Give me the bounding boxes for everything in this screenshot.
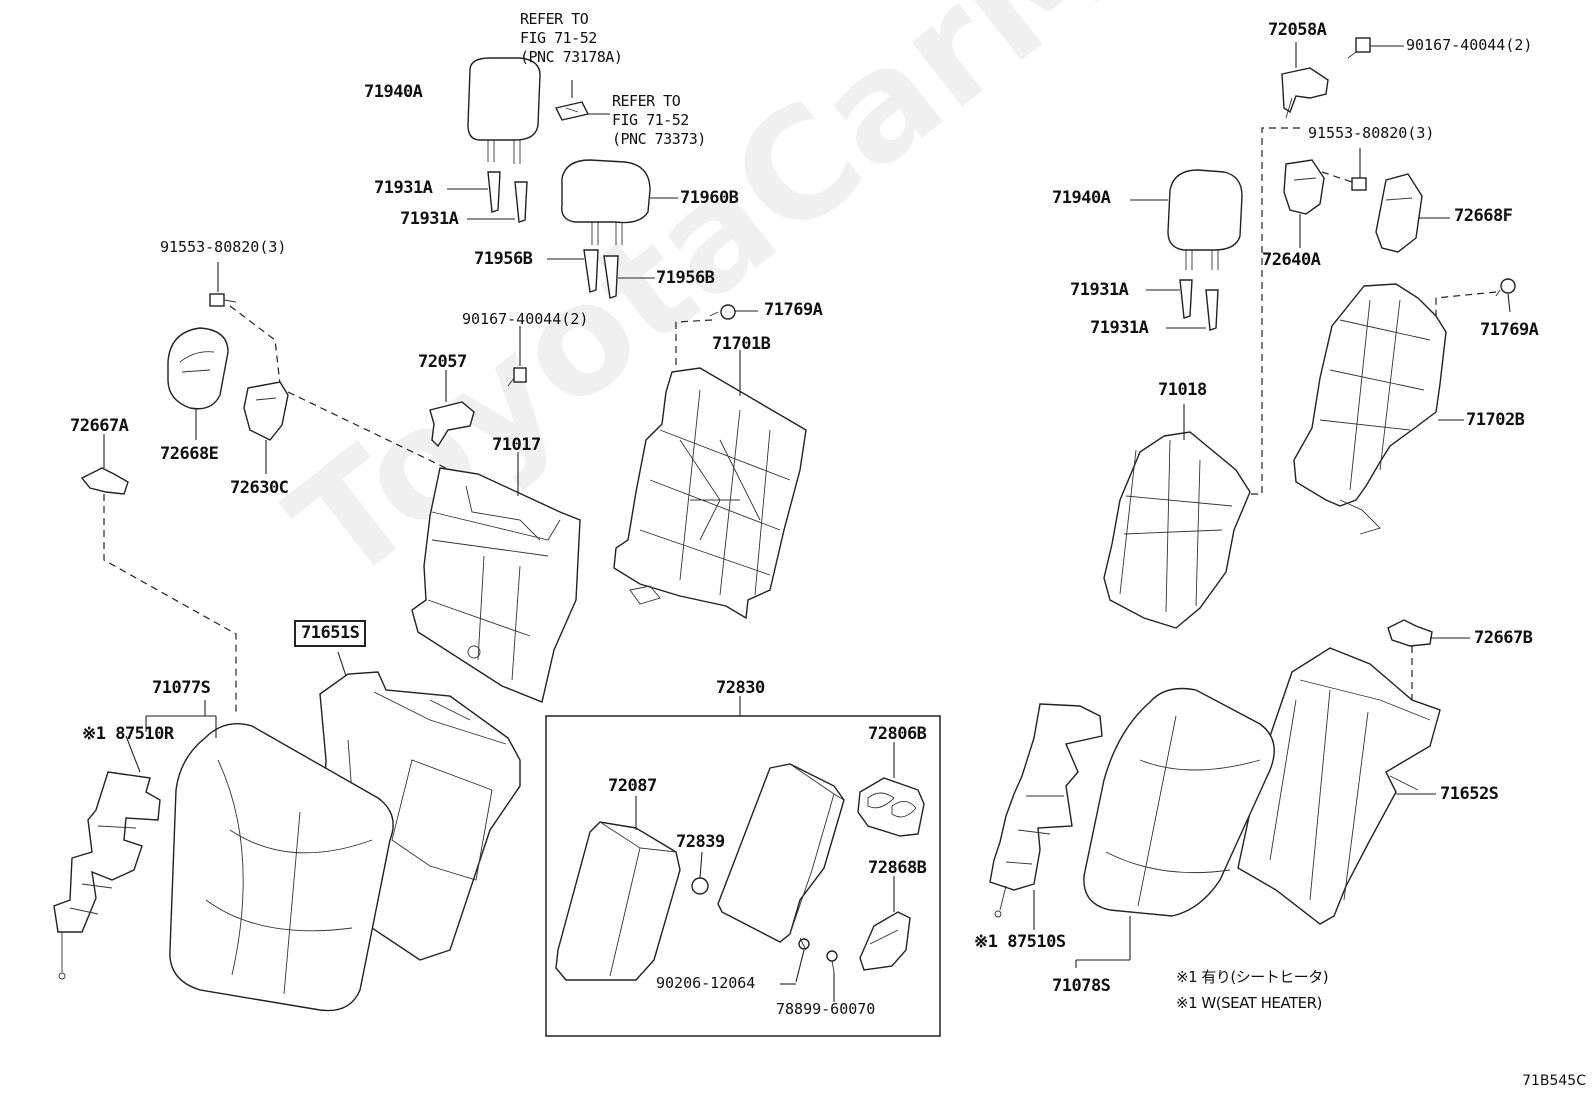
part-label-72058A[interactable]: 72058A xyxy=(1268,20,1327,40)
headrest-71940A-left xyxy=(467,57,541,164)
part-label-72667B[interactable]: 72667B xyxy=(1474,628,1533,648)
part-label-71940A-left[interactable]: 71940A xyxy=(364,82,423,102)
back-board-71701B xyxy=(613,350,807,620)
part-label-72839[interactable]: 72839 xyxy=(676,832,725,852)
armrest-pad-72087 xyxy=(555,821,681,981)
clip-72667B xyxy=(1387,619,1433,647)
bolt-91553-right xyxy=(1351,177,1367,191)
cover-72668F xyxy=(1375,173,1450,253)
back-board-71702B xyxy=(1293,283,1464,535)
part-label-71956B-1[interactable]: 71956B xyxy=(474,249,533,269)
stopper-72839 xyxy=(691,851,709,895)
footnote-jp: ※1 有り(シートヒータ) xyxy=(1176,968,1329,986)
part-label-71960B[interactable]: 71960B xyxy=(680,188,739,208)
guides-71931A-right xyxy=(1179,279,1219,331)
part-label-90206[interactable]: 90206-12064 xyxy=(656,974,756,992)
part-label-71017[interactable]: 71017 xyxy=(492,435,541,455)
frame-71017 xyxy=(411,452,581,703)
headrest-71940A-right xyxy=(1167,169,1243,270)
headrest-71960B xyxy=(561,159,651,245)
cushion-71078S xyxy=(1083,687,1275,917)
screw-71769A-right xyxy=(1495,278,1516,297)
refer-note-73373: REFER TO FIG 71-52 (PNC 73373) xyxy=(612,92,706,148)
part-label-72057[interactable]: 72057 xyxy=(418,352,467,372)
guides-71931A-left xyxy=(487,171,528,223)
part-label-71931A-right-1[interactable]: 71931A xyxy=(1070,280,1129,300)
lid-72868B xyxy=(859,911,911,971)
part-label-71651S-highlighted[interactable]: 71651S xyxy=(294,620,367,647)
hinge-cover-72630C xyxy=(243,381,289,474)
part-label-72668E[interactable]: 72668E xyxy=(160,444,219,464)
part-label-71018[interactable]: 71018 xyxy=(1158,380,1207,400)
part-label-71077S[interactable]: 71077S xyxy=(152,678,211,698)
screw-90206 xyxy=(798,937,810,951)
part-label-71652S[interactable]: 71652S xyxy=(1440,784,1499,804)
part-label-72640A[interactable]: 72640A xyxy=(1262,250,1321,270)
screw-78899 xyxy=(826,950,838,973)
part-label-72087[interactable]: 72087 xyxy=(608,776,657,796)
part-label-91553-left[interactable]: 91553-80820(3) xyxy=(160,238,287,256)
refer-note-73178A: REFER TO FIG 71-52 (PNC 73178A) xyxy=(520,10,623,66)
part-label-71931A-left-1[interactable]: 71931A xyxy=(374,178,433,198)
part-label-71931A-left-2[interactable]: 71931A xyxy=(400,209,459,229)
part-label-71769A-left[interactable]: 71769A xyxy=(764,300,823,320)
part-label-87510R[interactable]: ※1 87510R xyxy=(82,724,174,744)
part-label-87510S[interactable]: ※1 87510S xyxy=(974,932,1066,952)
bracket-72058A xyxy=(1281,42,1329,119)
part-label-71769A-right[interactable]: 71769A xyxy=(1480,320,1539,340)
diagram-code: 71B545C xyxy=(1522,1073,1586,1089)
part-label-72630C[interactable]: 72630C xyxy=(230,478,289,498)
part-label-72667A[interactable]: 72667A xyxy=(70,416,129,436)
hinge-72640A xyxy=(1283,159,1325,248)
part-label-71940A-right[interactable]: 71940A xyxy=(1052,188,1111,208)
frame-71018 xyxy=(1103,404,1251,629)
heater-87510S xyxy=(989,703,1103,918)
bolt-91553-left xyxy=(209,293,237,307)
bolt-90167-mid xyxy=(507,326,527,387)
footnote-en: ※1 W(SEAT HEATER) xyxy=(1176,994,1322,1012)
back-cover-71652S xyxy=(1237,647,1441,925)
part-label-78899[interactable]: 78899-60070 xyxy=(776,1000,876,1018)
part-label-71701B[interactable]: 71701B xyxy=(712,334,771,354)
cushion-71077S xyxy=(169,723,394,1012)
cup-holder-72806B xyxy=(857,777,925,837)
bracket-72057 xyxy=(429,370,475,448)
heater-87510R xyxy=(53,771,161,980)
part-label-72830[interactable]: 72830 xyxy=(716,678,765,698)
cover-72668E xyxy=(167,327,229,440)
part-label-71956B-2[interactable]: 71956B xyxy=(656,268,715,288)
part-label-90167-mid[interactable]: 90167-40044(2) xyxy=(462,310,589,328)
part-label-71931A-right-2[interactable]: 71931A xyxy=(1090,318,1149,338)
part-label-71078S[interactable]: 71078S xyxy=(1052,976,1111,996)
bolt-90167-right xyxy=(1347,37,1371,59)
part-label-72806B[interactable]: 72806B xyxy=(868,724,927,744)
part-label-71702B[interactable]: 71702B xyxy=(1466,410,1525,430)
armrest-body xyxy=(717,763,845,943)
guides-71956B xyxy=(583,249,619,299)
part-label-90167-right[interactable]: 90167-40044(2) xyxy=(1406,36,1533,54)
part-label-91553-right[interactable]: 91553-80820(3) xyxy=(1308,124,1435,142)
clip-ref-73373 xyxy=(554,101,590,121)
clip-72667A xyxy=(80,434,129,495)
screw-71769A-left xyxy=(709,304,758,320)
part-label-72668F[interactable]: 72668F xyxy=(1454,206,1513,226)
console-box-frame xyxy=(545,715,941,1037)
part-label-72868B[interactable]: 72868B xyxy=(868,858,927,878)
